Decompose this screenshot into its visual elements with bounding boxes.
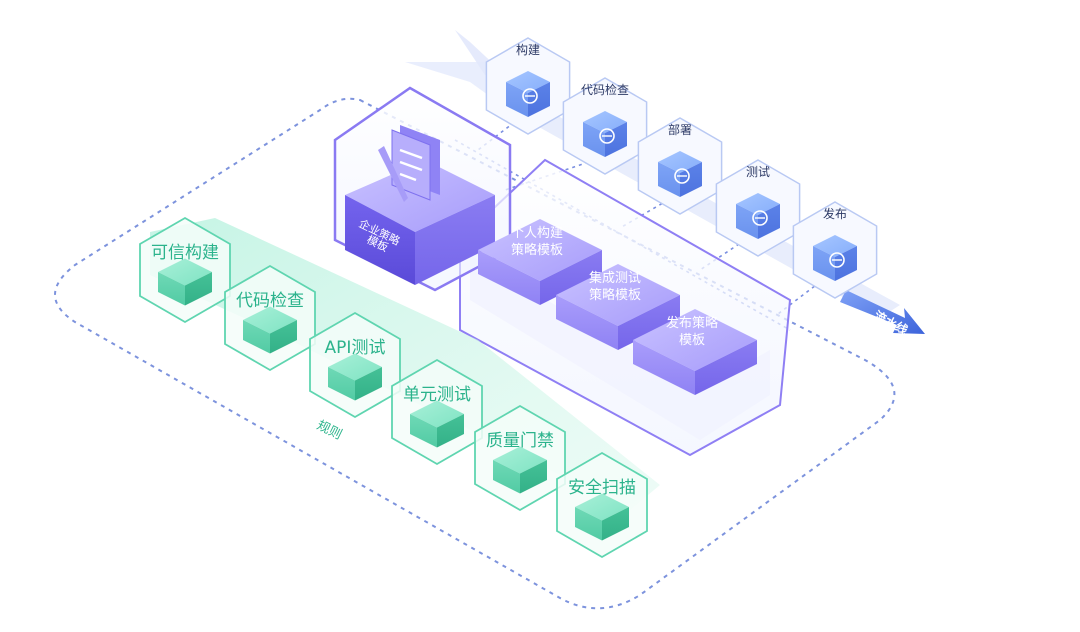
enterprise-template: 企业策略 模板 xyxy=(333,86,512,292)
rule-item-2: 代码检查 xyxy=(224,264,316,372)
pipeline-stage-4: 测试 xyxy=(715,159,801,257)
system-boundary xyxy=(54,97,896,610)
rule-item-5: 质量门禁 xyxy=(474,404,566,512)
rule-label: 安全扫描 xyxy=(568,478,636,498)
pipeline-stage-3: 部署 xyxy=(637,117,723,215)
light-beam xyxy=(405,62,495,100)
pipeline-stage-label: 部署 xyxy=(668,122,692,137)
pipeline-stage-1: 构建 xyxy=(485,37,571,135)
rule-label: API测试 xyxy=(325,338,386,358)
template-label-line1: 个人构建 xyxy=(511,226,563,241)
pipeline-stage-label: 代码检查 xyxy=(581,82,629,97)
rule-label: 质量门禁 xyxy=(486,431,554,451)
code-icon xyxy=(599,128,615,144)
test-icon xyxy=(752,210,768,226)
rule-label: 代码检查 xyxy=(236,291,304,311)
rule-item-1: 可信构建 xyxy=(139,216,231,324)
rule-item-4: 单元测试 xyxy=(391,358,483,466)
template-label-line1: 集成测试 xyxy=(589,270,641,286)
publish-icon xyxy=(829,252,845,268)
pipeline-stage-5: 发布 xyxy=(792,201,878,299)
pipeline-stage-label: 发布 xyxy=(823,206,847,221)
deploy-icon xyxy=(674,168,690,184)
rule-item-3: API测试 xyxy=(309,311,401,419)
rule-label: 单元测试 xyxy=(403,385,471,405)
rules-label: 规则 xyxy=(314,418,344,443)
rule-item-6: 安全扫描 xyxy=(556,451,648,559)
rule-label: 可信构建 xyxy=(151,243,219,263)
pipeline-stage-label: 构建 xyxy=(516,42,540,57)
template-label-line2: 策略模板 xyxy=(589,287,641,303)
build-icon xyxy=(522,88,538,104)
document-icon xyxy=(378,125,440,202)
template-label-line2: 模板 xyxy=(679,333,705,348)
template-label-line1: 发布策略 xyxy=(666,315,718,331)
pipeline-stage-2: 代码检查 xyxy=(562,77,648,175)
pipeline-arrow xyxy=(840,290,925,334)
pipeline-stage-label: 测试 xyxy=(746,164,770,179)
template-label-line2: 策略模板 xyxy=(511,242,563,258)
